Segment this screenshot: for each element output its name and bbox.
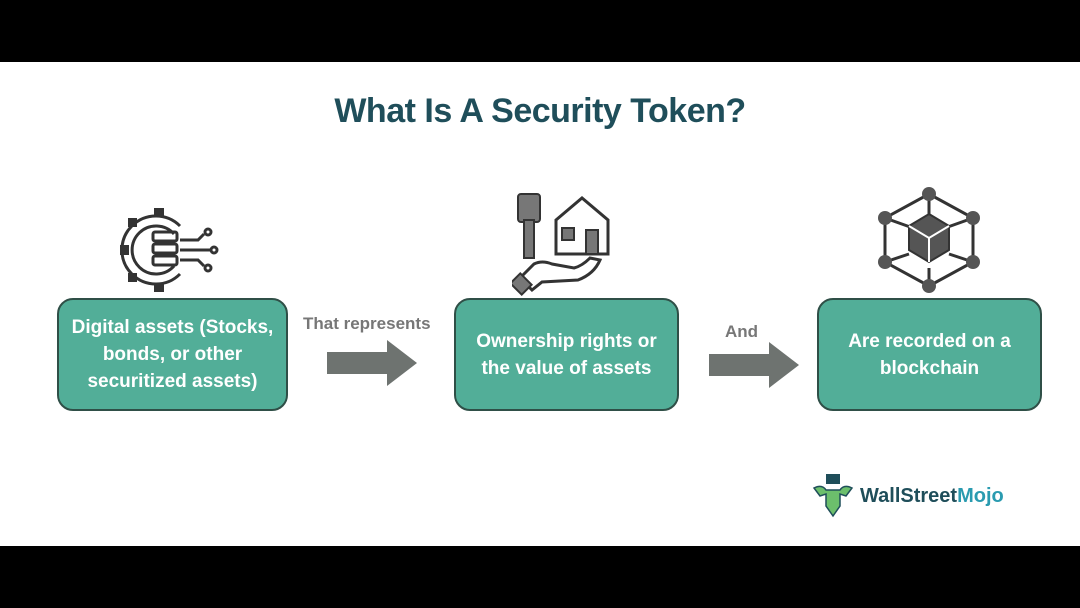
connector-label-and: And: [725, 322, 759, 341]
infographic: What Is A Security Token? Digital assets…: [0, 62, 1080, 546]
arrow-right-icon: [327, 340, 417, 386]
wallstreetmojo-logo: WallStreetMojo: [812, 474, 1004, 518]
connector-label-that-represents: That represents: [303, 314, 431, 333]
logo-text-mojo: Mojo: [957, 484, 1004, 507]
step-box-digital-assets: Digital assets (Stocks, bonds, or other …: [57, 298, 288, 411]
page-title: What Is A Security Token?: [334, 92, 746, 130]
blockchain-cube-icon: [878, 187, 980, 293]
logo-text-wallstreet: WallStreet: [860, 484, 958, 507]
arrow-right-icon: [709, 342, 799, 388]
key-house-hand-icon: [512, 193, 610, 296]
logo-bull-icon: [812, 474, 854, 518]
step-box-ownership-rights: Ownership rights or the value of assets: [454, 298, 679, 411]
gear-database-icon: [120, 208, 219, 292]
step-box-recorded-blockchain: Are recorded on a blockchain: [817, 298, 1042, 411]
